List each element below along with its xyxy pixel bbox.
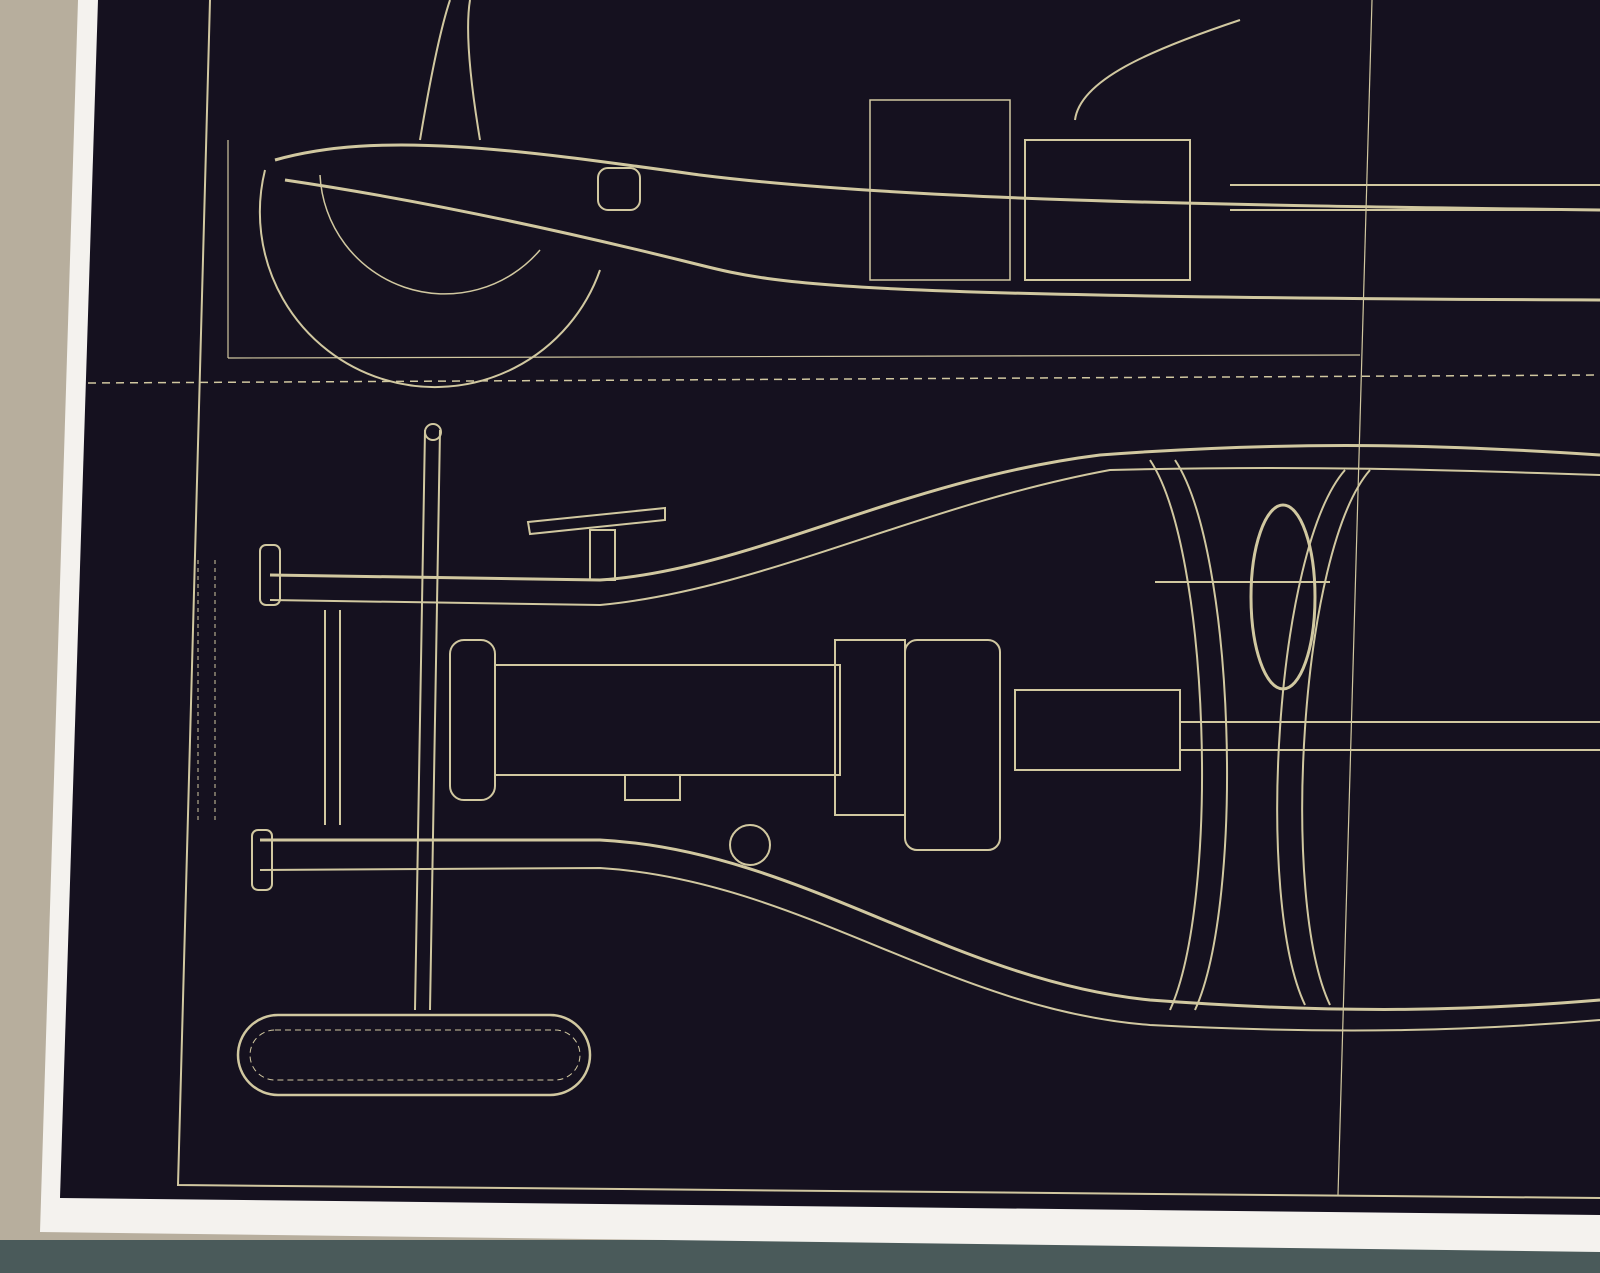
border-line <box>87 374 1600 384</box>
dimension-line <box>197 560 216 820</box>
column-top <box>424 423 442 441</box>
border-line <box>1337 0 1373 1196</box>
wheel-arc <box>258 169 601 389</box>
chassis-rail <box>260 838 1600 1011</box>
drawing-lines <box>87 0 1600 1199</box>
bracket <box>597 167 641 211</box>
cross-member <box>1276 469 1346 1006</box>
fitting <box>729 824 771 866</box>
axle-end <box>251 829 273 891</box>
cross-member <box>1174 459 1229 1011</box>
chassis-rail <box>269 466 1600 607</box>
engine-front <box>449 639 496 801</box>
axle-end <box>259 544 281 606</box>
sump <box>624 774 681 801</box>
tie-rod <box>324 610 341 825</box>
column <box>419 0 481 141</box>
gearbox <box>1014 689 1181 771</box>
tyre-inner <box>249 1029 581 1081</box>
border-line <box>176 0 1600 1199</box>
blueprint-sheet <box>60 0 1600 1215</box>
steering-wheel <box>1249 503 1317 691</box>
part <box>1024 139 1191 281</box>
pedal-bar <box>526 506 666 536</box>
lever <box>1074 19 1241 121</box>
border-line <box>227 354 1361 359</box>
chassis-rail <box>269 444 1600 582</box>
tyre <box>236 1013 592 1097</box>
gearbox <box>904 639 1001 851</box>
cross-member <box>1149 459 1204 1011</box>
steering-column <box>414 429 441 1011</box>
part <box>869 99 1011 281</box>
pedal <box>589 529 616 581</box>
shaft <box>1230 184 1600 211</box>
driveshaft <box>1180 721 1600 751</box>
frame-rail <box>274 143 1600 212</box>
frame-rail <box>284 178 1600 302</box>
chassis-rail <box>259 866 1600 1032</box>
cross-member <box>1301 469 1371 1006</box>
wheel-arc <box>319 174 541 295</box>
